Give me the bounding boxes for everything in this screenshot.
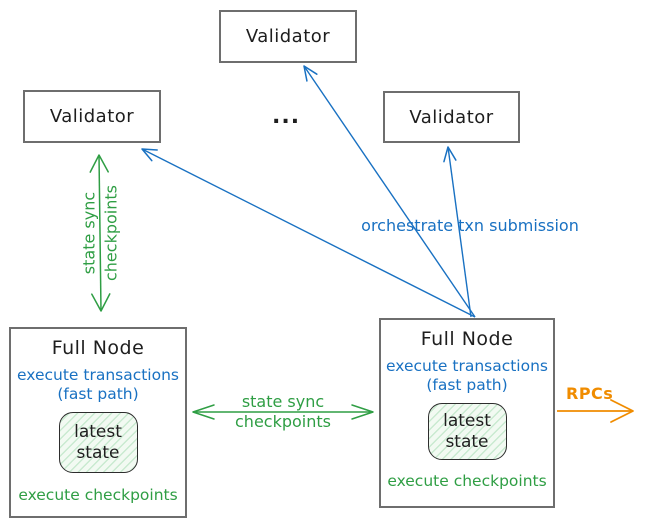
latest-state-box-right: latest state [427, 403, 507, 460]
latest-state-left-line1: latest [74, 421, 122, 442]
validator-box-left: Validator [23, 90, 161, 143]
state-sync-left-line1: state sync [79, 191, 99, 275]
validators-ellipsis: ... [272, 104, 301, 129]
full-node-box-left: Full Node execute transactions (fast pat… [9, 327, 187, 518]
orchestrate-label: orchestrate txn submission [361, 216, 579, 235]
rpc-label: RPCs [566, 384, 614, 403]
full-node-left-fast-path: (fast path) [57, 385, 139, 403]
latest-state-box-left: latest state [58, 412, 138, 473]
full-node-right-exec-checkpoints: execute checkpoints [387, 472, 547, 490]
latest-state-right-line1: latest [443, 410, 491, 431]
validator-left-label: Validator [49, 106, 135, 127]
state-sync-left-line2: checkpoints [101, 185, 121, 281]
validator-top-label: Validator [245, 26, 331, 47]
latest-state-right-line2: state [445, 431, 489, 452]
full-node-right-exec-transactions: execute transactions [385, 357, 549, 375]
state-sync-left-label: state sync checkpoints [79, 151, 123, 316]
state-sync-middle-label: state sync checkpoints [208, 392, 358, 432]
full-node-left-title: Full Node [51, 337, 145, 359]
full-node-right-fast-path: (fast path) [426, 376, 508, 394]
full-node-box-right: Full Node execute transactions (fast pat… [379, 318, 555, 508]
state-sync-middle-line1: state sync [241, 392, 325, 411]
full-node-right-title: Full Node [420, 328, 514, 350]
validator-box-right: Validator [383, 91, 520, 143]
validator-right-label: Validator [409, 106, 494, 128]
state-sync-middle-line2: checkpoints [235, 412, 331, 431]
full-node-left-exec-transactions: execute transactions [16, 366, 180, 384]
latest-state-left-line2: state [76, 442, 120, 463]
full-node-left-exec-checkpoints: execute checkpoints [18, 486, 178, 504]
validator-box-top: Validator [219, 10, 357, 63]
